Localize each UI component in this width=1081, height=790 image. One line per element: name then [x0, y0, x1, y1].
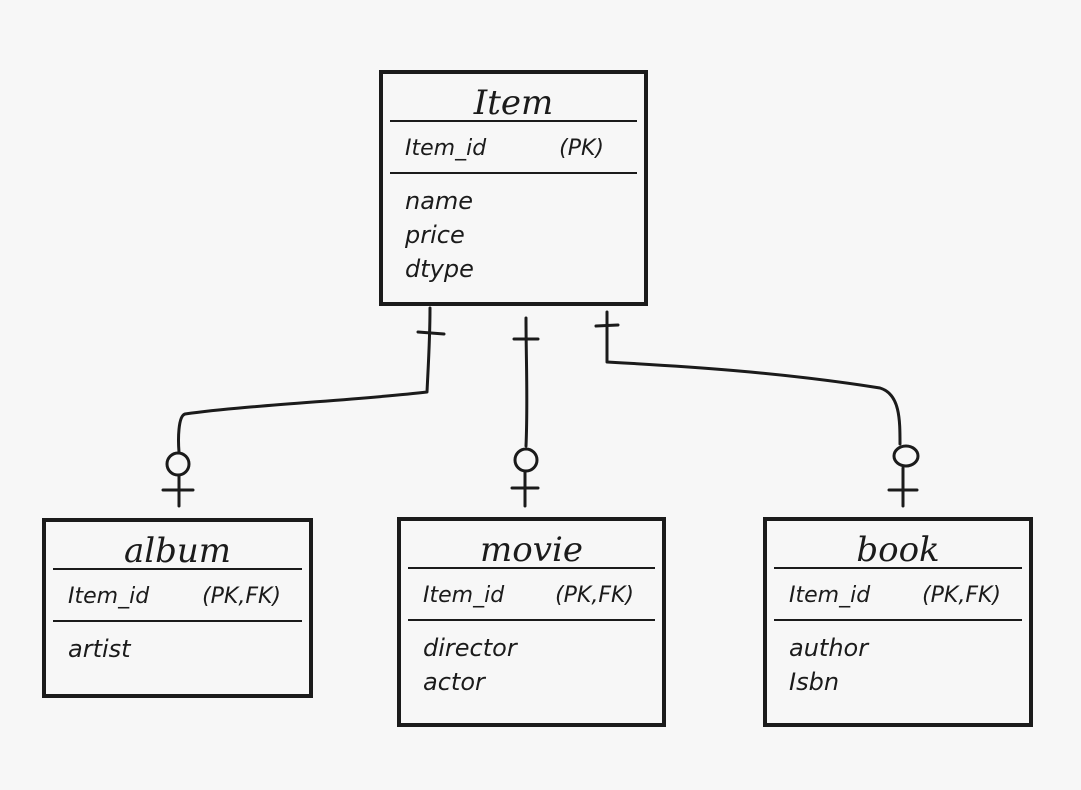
- attribute-list: name price dtype: [383, 174, 644, 286]
- primary-key-row: Item_id (PK,FK): [401, 569, 662, 619]
- primary-key-row: Item_id (PK,FK): [46, 570, 309, 620]
- divider: [408, 619, 655, 621]
- entity-title: Item: [473, 83, 554, 123]
- entity-book: book Item_id (PK,FK) author Isbn: [763, 517, 1033, 727]
- pk-tag: (PK,FK): [555, 583, 634, 608]
- attribute: name: [405, 187, 474, 215]
- attribute: director: [423, 634, 517, 662]
- divider: [774, 619, 1022, 621]
- attribute: Isbn: [789, 668, 840, 696]
- entity-movie: movie Item_id (PK,FK) director actor: [397, 517, 666, 727]
- divider: [390, 120, 637, 122]
- attribute: artist: [68, 635, 131, 663]
- divider: [390, 172, 637, 174]
- pk-field: Item_id: [789, 583, 871, 608]
- pk-field: Item_id: [68, 584, 150, 609]
- entity-title: album: [123, 531, 232, 571]
- pk-field: Item_id: [423, 583, 505, 608]
- relationship-item-movie: [510, 316, 540, 508]
- entity-album: album Item_id (PK,FK) artist: [42, 518, 313, 698]
- entity-item: Item Item_id (PK) name price dtype: [379, 70, 648, 306]
- attribute-list: artist: [46, 622, 309, 666]
- pk-tag: (PK,FK): [202, 584, 281, 609]
- attribute-list: director actor: [401, 621, 662, 699]
- primary-key-row: Item_id (PK): [383, 122, 644, 172]
- entity-title: movie: [480, 530, 583, 570]
- entity-title: book: [856, 530, 940, 570]
- pk-tag: (PK,FK): [922, 583, 1001, 608]
- pk-tag: (PK): [559, 136, 604, 161]
- attribute: dtype: [405, 255, 474, 283]
- attribute-list: author Isbn: [767, 621, 1029, 699]
- divider: [53, 620, 302, 622]
- divider: [774, 567, 1022, 569]
- pk-field: Item_id: [405, 136, 487, 161]
- attribute: price: [405, 221, 465, 249]
- attribute: author: [789, 634, 869, 662]
- attribute: actor: [423, 668, 485, 696]
- primary-key-row: Item_id (PK,FK): [767, 569, 1029, 619]
- relationship-item-album: [161, 306, 446, 508]
- divider: [408, 567, 655, 569]
- divider: [53, 568, 302, 570]
- relationship-item-book: [594, 310, 920, 508]
